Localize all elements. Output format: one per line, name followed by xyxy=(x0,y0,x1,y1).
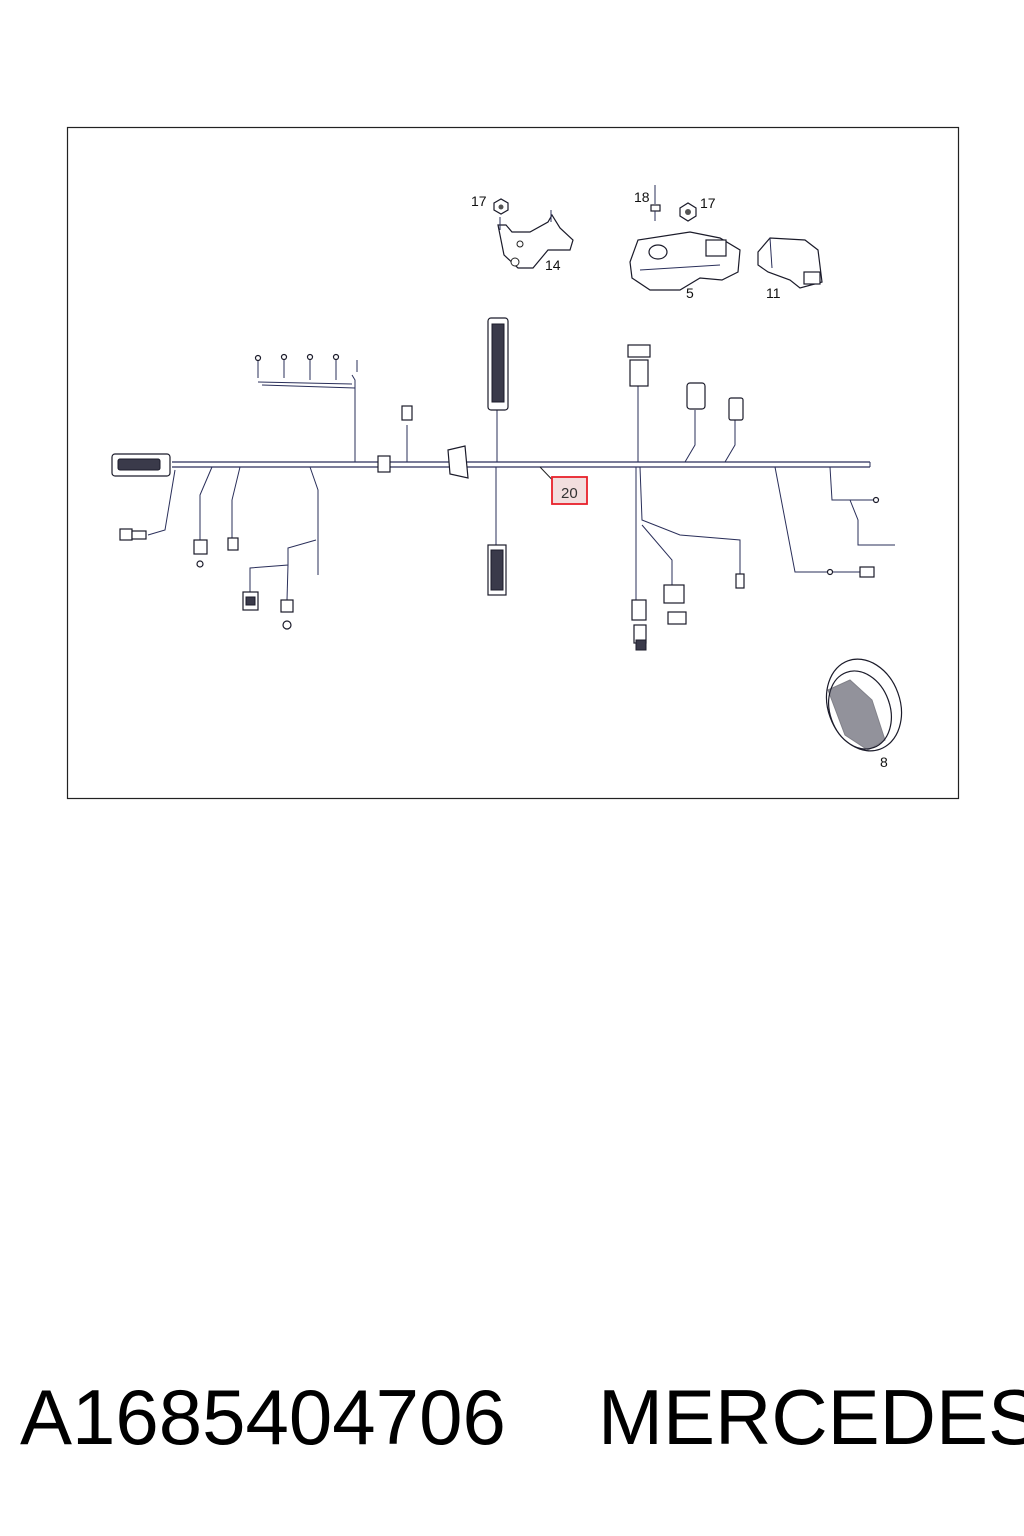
connector-tall-top xyxy=(487,317,509,462)
branch-left-3 xyxy=(227,466,241,551)
callout-14: 14 xyxy=(545,257,561,273)
wiring-harness-diagram: 17 14 18 17 5 11 xyxy=(66,126,960,800)
main-harness-trunk xyxy=(172,461,871,468)
connector-tall-bottom xyxy=(487,467,507,596)
main-connector-left xyxy=(111,453,171,477)
branch-connector-407 xyxy=(401,405,413,462)
callout-20: 20 xyxy=(561,485,578,502)
part-number: A1685404706 xyxy=(20,1373,506,1461)
branch-left-2 xyxy=(193,466,213,568)
branch-left-1 xyxy=(119,469,176,541)
footer: A1685404706 MERCEDES xyxy=(0,1372,1024,1472)
branch-right-1 xyxy=(774,466,875,578)
harness-clip-1 xyxy=(377,455,391,473)
callout-17b: 17 xyxy=(700,195,716,211)
branch-right-2 xyxy=(829,466,895,546)
grommet xyxy=(447,445,469,479)
bracket-part-14 xyxy=(497,210,574,269)
sensor-part-5 xyxy=(629,231,741,291)
callout-8: 8 xyxy=(880,754,888,770)
diagram-border xyxy=(66,126,960,800)
branch-top-breakout xyxy=(254,353,358,462)
brand-name: MERCEDES xyxy=(598,1373,1024,1461)
connector-top-640 xyxy=(627,344,651,462)
branch-left-4 xyxy=(242,466,319,630)
callout-20-highlight xyxy=(551,476,588,505)
connector-top-695 xyxy=(684,382,706,463)
callout-5: 5 xyxy=(686,285,694,301)
module-part-11 xyxy=(757,237,823,289)
callout-18: 18 xyxy=(634,189,650,205)
nut-part-17b xyxy=(679,202,697,222)
callout-17a: 17 xyxy=(471,193,487,209)
bolt-part-18 xyxy=(650,185,661,221)
callout-11: 11 xyxy=(766,285,781,301)
ring-part-8 xyxy=(825,658,903,752)
nut-part-17a xyxy=(493,198,509,215)
connector-top-738 xyxy=(724,397,744,463)
branch-down-638 xyxy=(631,466,745,651)
